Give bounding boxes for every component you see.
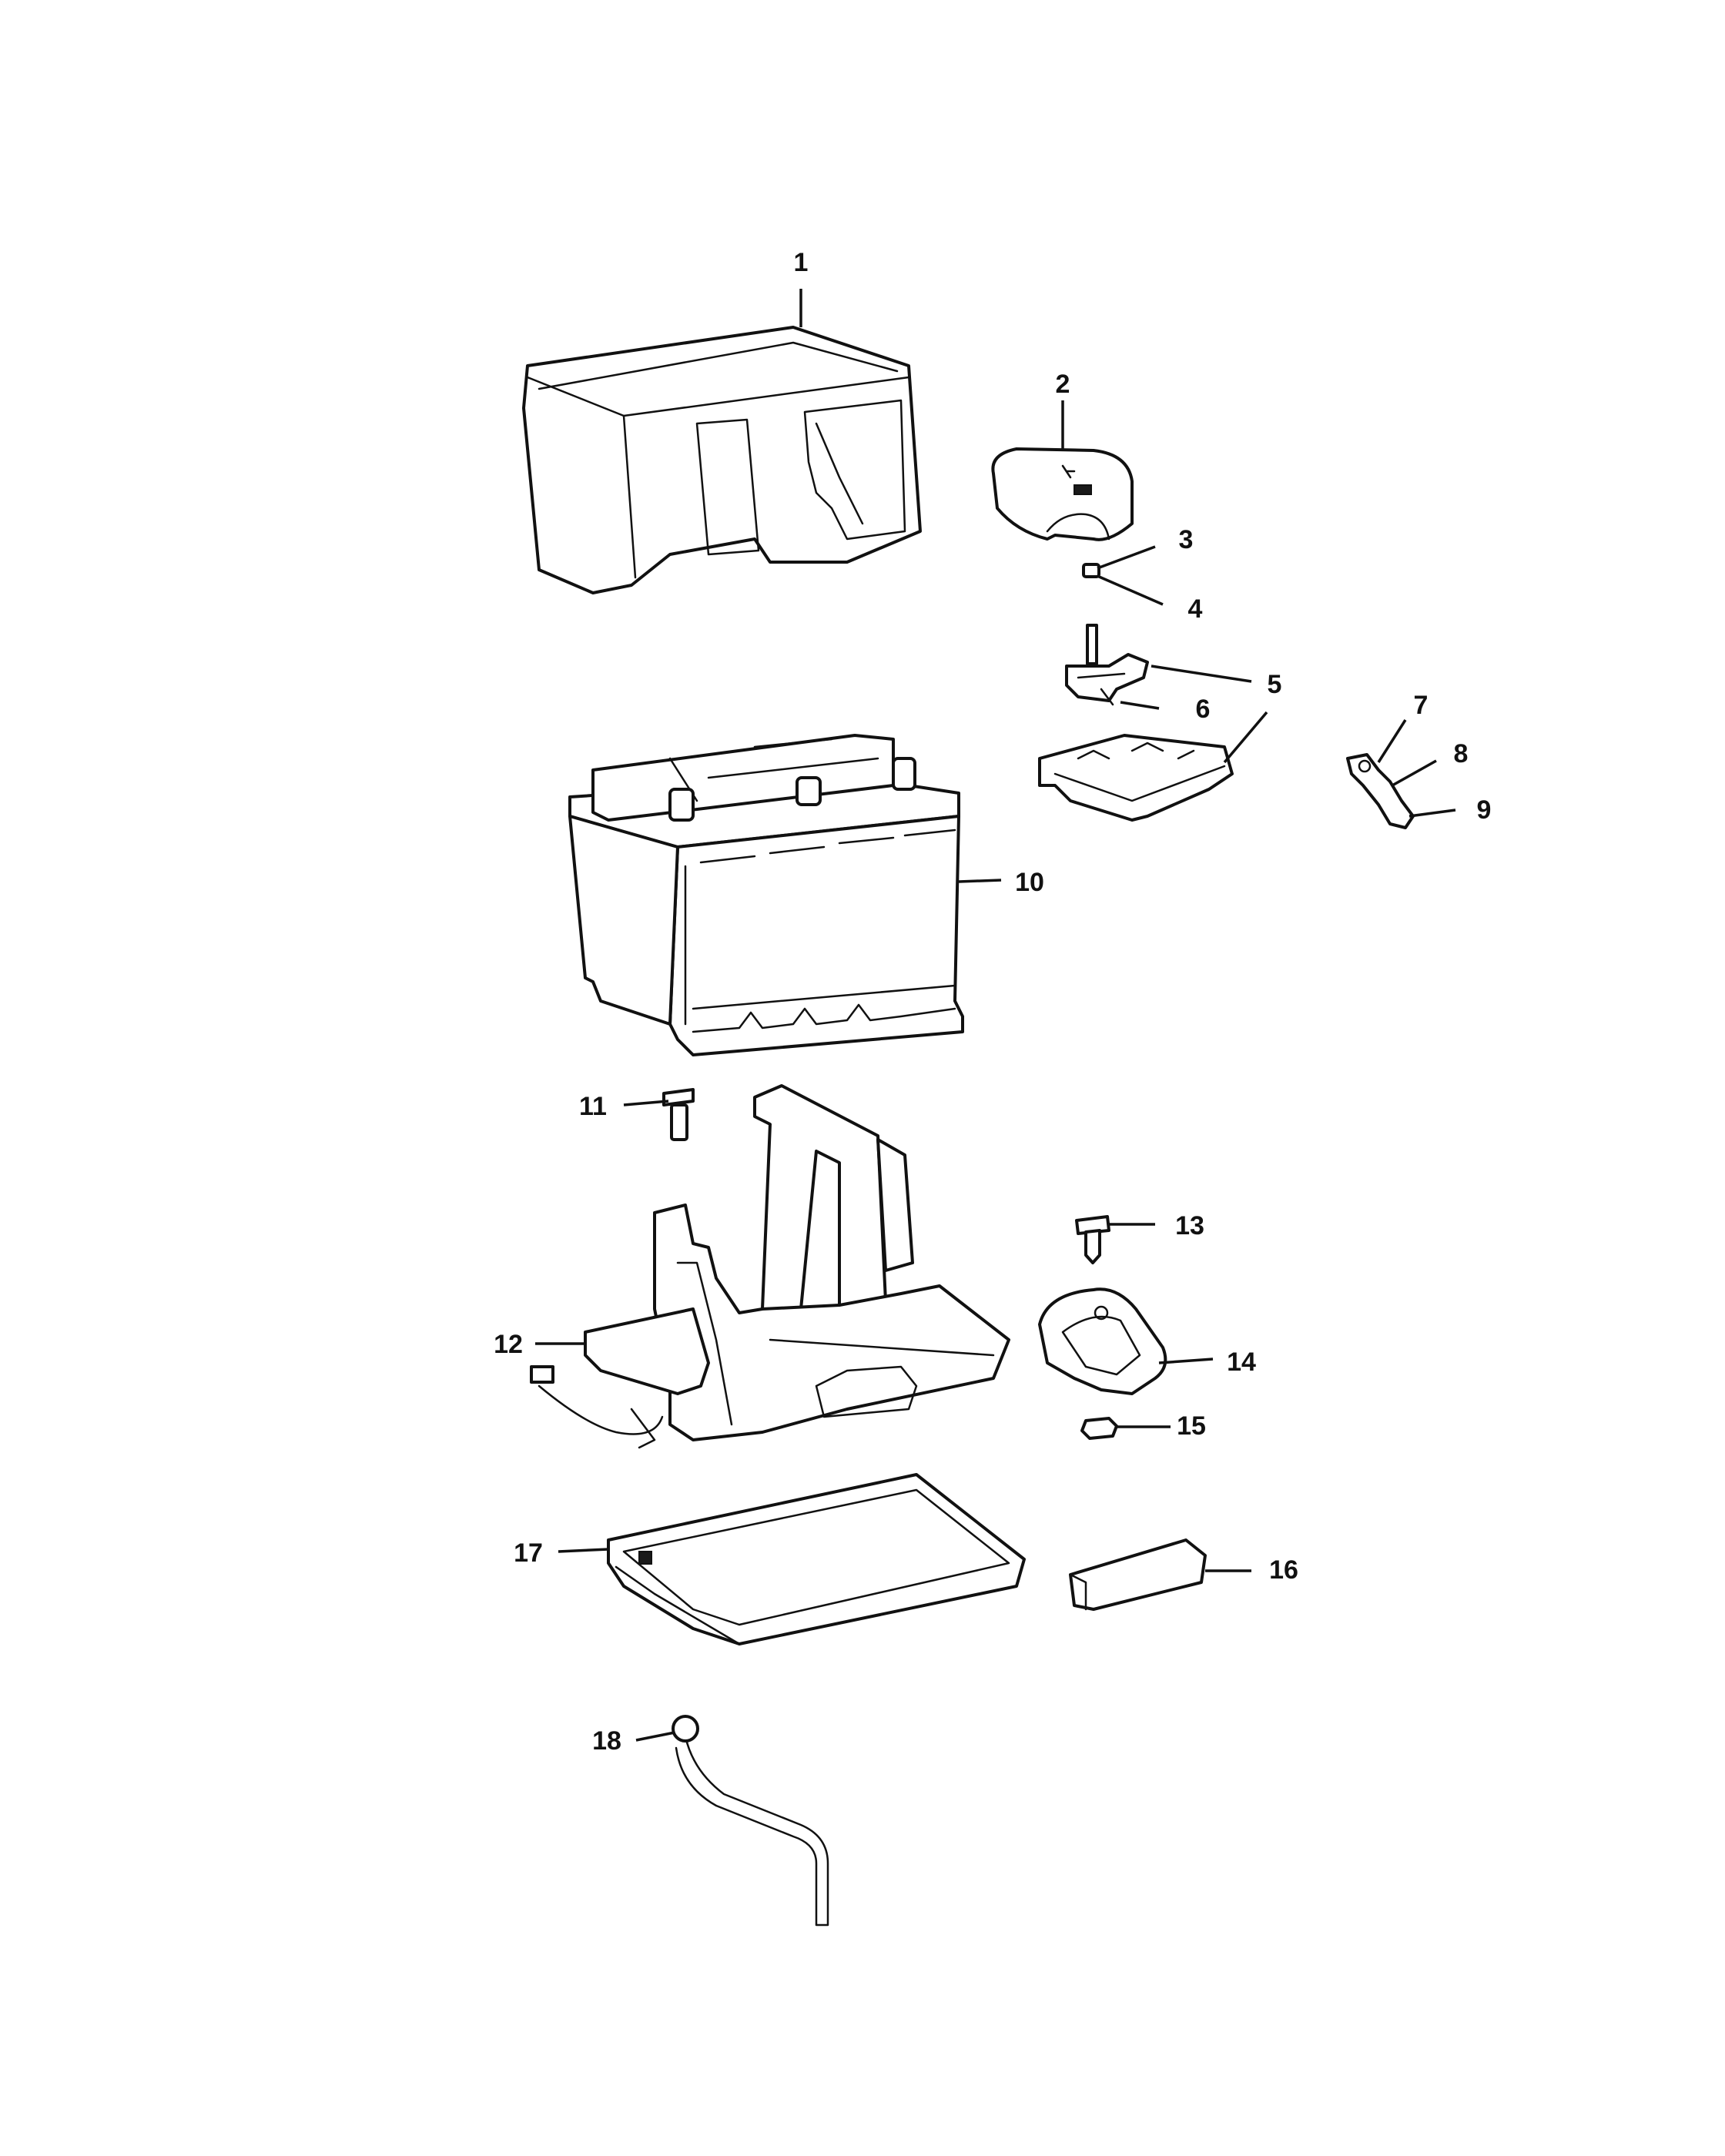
part-17-tray-base xyxy=(607,1473,1026,1645)
part-5-6-terminal-clamp xyxy=(1065,624,1149,706)
callout-7: 7 xyxy=(1414,691,1429,720)
part-16-cover xyxy=(1069,1538,1207,1611)
callout-15: 15 xyxy=(1177,1411,1206,1441)
callout-4: 4 xyxy=(1188,594,1203,624)
part-13-bolt xyxy=(1075,1215,1110,1264)
callout-6: 6 xyxy=(1196,695,1211,724)
part-11-bolt xyxy=(662,1088,695,1141)
leader-11 xyxy=(623,1100,669,1106)
part-12-battery-tray xyxy=(530,1084,1010,1449)
leader-7 xyxy=(1377,719,1407,763)
part-5-fuse-block xyxy=(1038,734,1234,822)
part-3-4-nut xyxy=(1082,563,1100,578)
part-7-8-9-bracket xyxy=(1346,753,1415,829)
callout-14: 14 xyxy=(1227,1348,1256,1377)
callout-10: 10 xyxy=(1015,868,1044,897)
callout-1: 1 xyxy=(794,248,809,277)
leader-5b xyxy=(1223,711,1268,764)
leader-17 xyxy=(558,1548,609,1553)
callout-5: 5 xyxy=(1268,670,1282,699)
leader-5a xyxy=(1151,665,1252,683)
callouts: 1 2 3 4 5 6 7 8 9 10 11 12 13 14 15 16 1… xyxy=(494,248,1491,1756)
leader-8 xyxy=(1392,759,1437,787)
callout-9: 9 xyxy=(1477,795,1492,825)
leader-lines xyxy=(535,289,1456,1742)
callout-11: 11 xyxy=(579,1092,607,1121)
leader-3 xyxy=(1097,545,1156,570)
leader-9 xyxy=(1408,808,1456,818)
leader-18 xyxy=(635,1731,675,1742)
part-2-terminal-cover xyxy=(991,447,1134,541)
leader-6 xyxy=(1120,701,1160,710)
callout-8: 8 xyxy=(1454,739,1469,768)
part-10-battery xyxy=(568,734,964,1056)
part-14-bracket xyxy=(1038,1287,1167,1395)
callout-16: 16 xyxy=(1269,1555,1298,1585)
part-18-vent-tube xyxy=(672,1715,829,1927)
callout-18: 18 xyxy=(592,1726,621,1756)
leader-4 xyxy=(1097,574,1164,606)
part-15-nut xyxy=(1080,1417,1118,1440)
leader-14 xyxy=(1158,1358,1214,1364)
callout-13: 13 xyxy=(1175,1211,1204,1240)
callout-12: 12 xyxy=(494,1330,523,1359)
callout-2: 2 xyxy=(1056,370,1070,399)
callout-17: 17 xyxy=(514,1538,543,1568)
part-1-battery-insulator xyxy=(522,326,922,594)
callout-3: 3 xyxy=(1179,525,1194,554)
leader-10 xyxy=(958,879,1002,883)
